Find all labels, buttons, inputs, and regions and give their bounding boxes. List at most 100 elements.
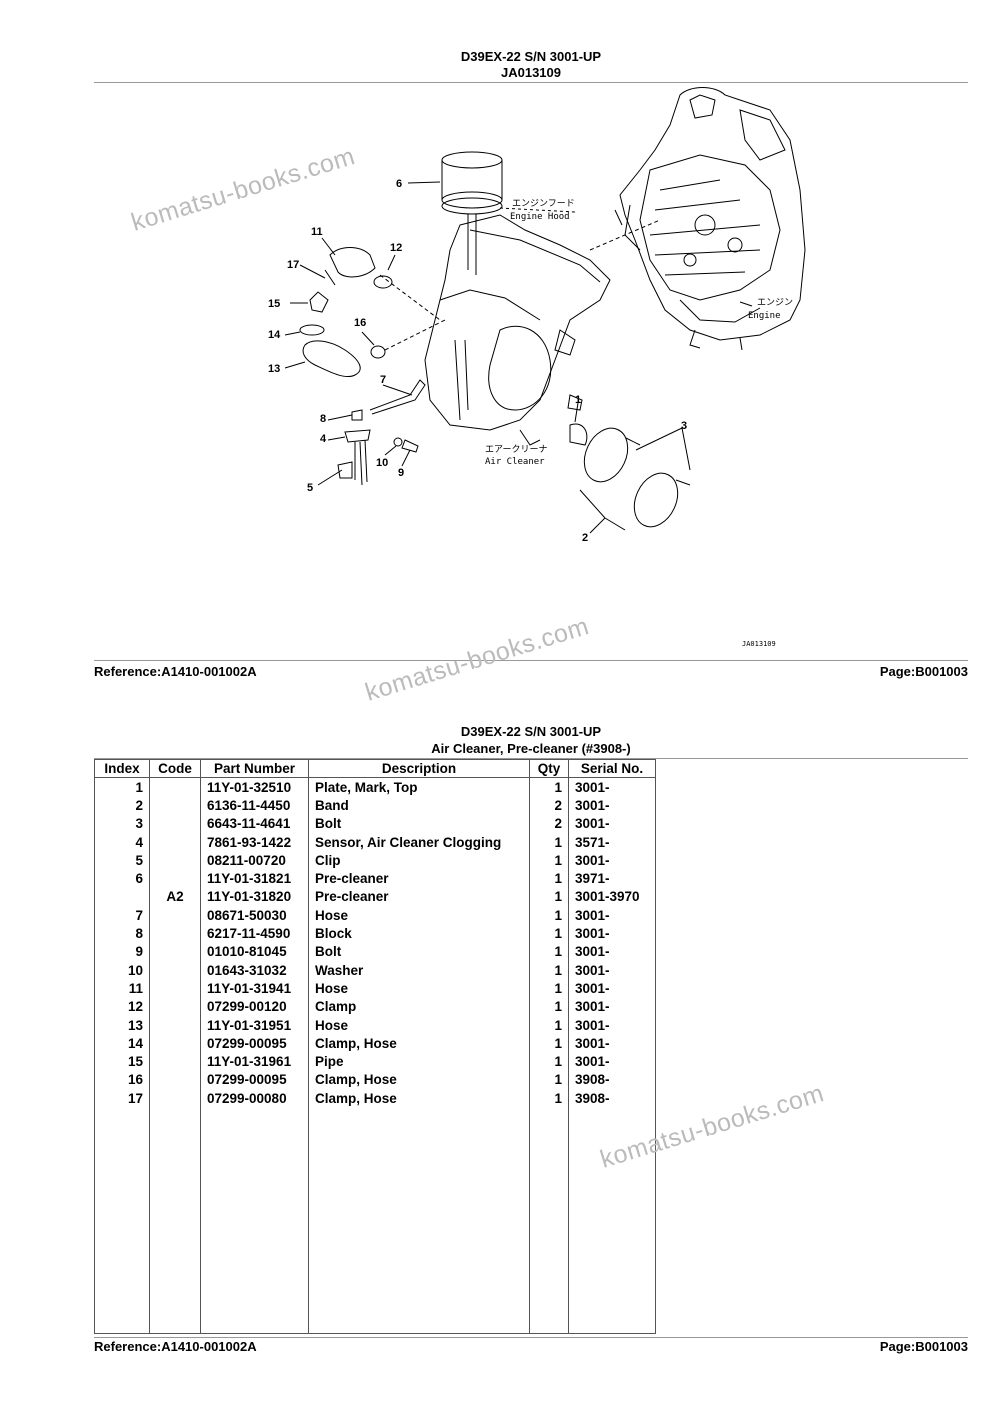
table-cell: 8 [94, 924, 150, 943]
table-cell: 1 [529, 869, 569, 888]
callout-7: 7 [380, 374, 386, 386]
page2-subtitle: Air Cleaner, Pre-cleaner (#3908-) [431, 741, 631, 756]
column-header-qty: Qty [529, 759, 569, 778]
parts-table: Index Code Part Number Description Qty S… [94, 759, 656, 1335]
table-cell: Block [308, 924, 530, 943]
table-cell: Clamp, Hose [308, 1089, 530, 1108]
table-cell: 1 [529, 1070, 569, 1090]
table-cell: 6217-11-4590 [200, 924, 309, 943]
table-cell: 1 [529, 960, 569, 980]
table-cell: 1 [529, 1034, 569, 1053]
engine-jp-label: エンジン [757, 298, 793, 308]
table-cell: 1 [529, 777, 569, 797]
table-cell [568, 1107, 656, 1335]
bolt-9-drawing [401, 439, 419, 453]
table-cell: 3001- [568, 796, 656, 815]
table-cell: Sensor, Air Cleaner Clogging [308, 832, 530, 852]
bolt-3-drawing [625, 437, 691, 486]
table-cell: 1 [529, 851, 569, 870]
table-cell: 11Y-01-31820 [200, 887, 309, 907]
table-header-row: Index Code Part Number Description Qty S… [94, 759, 656, 778]
table-cell: 6136-11-4450 [200, 796, 309, 815]
table-cell: 3571- [568, 832, 656, 852]
table-cell: Clamp, Hose [308, 1070, 530, 1090]
table-cell: 3001- [568, 960, 656, 980]
table-cell: 15 [94, 1052, 150, 1071]
table-cell: 1 [529, 887, 569, 907]
table-cell: 1 [529, 906, 569, 925]
table-cell: 3971- [568, 869, 656, 888]
table-cell: 17 [94, 1089, 150, 1108]
table-cell: 1 [94, 777, 150, 797]
hose-13-drawing [302, 340, 361, 378]
table-cell: 9 [94, 942, 150, 961]
callout-16: 16 [354, 317, 366, 329]
pre-cleaner-drawing [441, 151, 503, 275]
callout-4: 4 [320, 433, 327, 445]
table-cell: 12 [94, 997, 150, 1016]
table-cell [149, 851, 201, 870]
column-header-part-number: Part Number [200, 759, 309, 778]
table-cell: 08211-00720 [200, 851, 309, 870]
hose-7-drawing [369, 379, 426, 415]
page1-title: D39EX-22 S/N 3001-UP [460, 49, 602, 64]
table-cell: Bolt [308, 814, 530, 833]
table-cell: 3001- [568, 814, 656, 833]
table-cell: 3908- [568, 1089, 656, 1108]
table-cell: 01643-31032 [200, 960, 309, 980]
table-cell: A2 [149, 887, 201, 907]
callout-12: 12 [390, 242, 402, 254]
table-cell: 1 [529, 1089, 569, 1108]
table-cell [149, 1089, 201, 1108]
header-divider [94, 82, 968, 83]
table-cell: 1 [529, 1052, 569, 1071]
table-cell: 1 [529, 979, 569, 998]
table-cell [308, 1107, 530, 1335]
table-cell: Pre-cleaner [308, 869, 530, 888]
table-cell: 3001- [568, 924, 656, 943]
table-cell [149, 1107, 201, 1335]
table-filler-row [94, 1107, 656, 1335]
table-cell: Hose [308, 979, 530, 998]
table-cell: 14 [94, 1034, 150, 1053]
table-cell: 4 [94, 832, 150, 852]
table-cell: 11 [94, 979, 150, 998]
table-cell: 3908- [568, 1070, 656, 1090]
table-cell: 6 [94, 869, 150, 888]
table-cell: 3001- [568, 777, 656, 797]
table-cell: 6643-11-4641 [200, 814, 309, 833]
engine-hood-label: Engine Hood [510, 212, 570, 222]
table-cell: 1 [529, 832, 569, 852]
callout-3: 3 [681, 420, 687, 432]
clamp-17-drawing [324, 269, 336, 286]
table-cell: Band [308, 796, 530, 815]
table-cell [149, 1015, 201, 1035]
table-cell [149, 942, 201, 961]
table-cell [149, 924, 201, 943]
callout-17: 17 [287, 259, 299, 271]
table-cell: 1 [529, 924, 569, 943]
plate-1-drawing [569, 423, 588, 446]
engine-drawing [614, 87, 806, 351]
table-cell: 3001- [568, 979, 656, 998]
column-header-serial-no: Serial No. [568, 759, 656, 778]
clamp-14-drawing [299, 324, 325, 336]
table-cell: Plate, Mark, Top [308, 777, 530, 797]
table-cell: Hose [308, 1015, 530, 1035]
column-header-description: Description [308, 759, 530, 778]
table-cell [200, 1107, 309, 1335]
table-cell [149, 906, 201, 925]
table-cell: Clip [308, 851, 530, 870]
table-cell: Clamp, Hose [308, 1034, 530, 1053]
